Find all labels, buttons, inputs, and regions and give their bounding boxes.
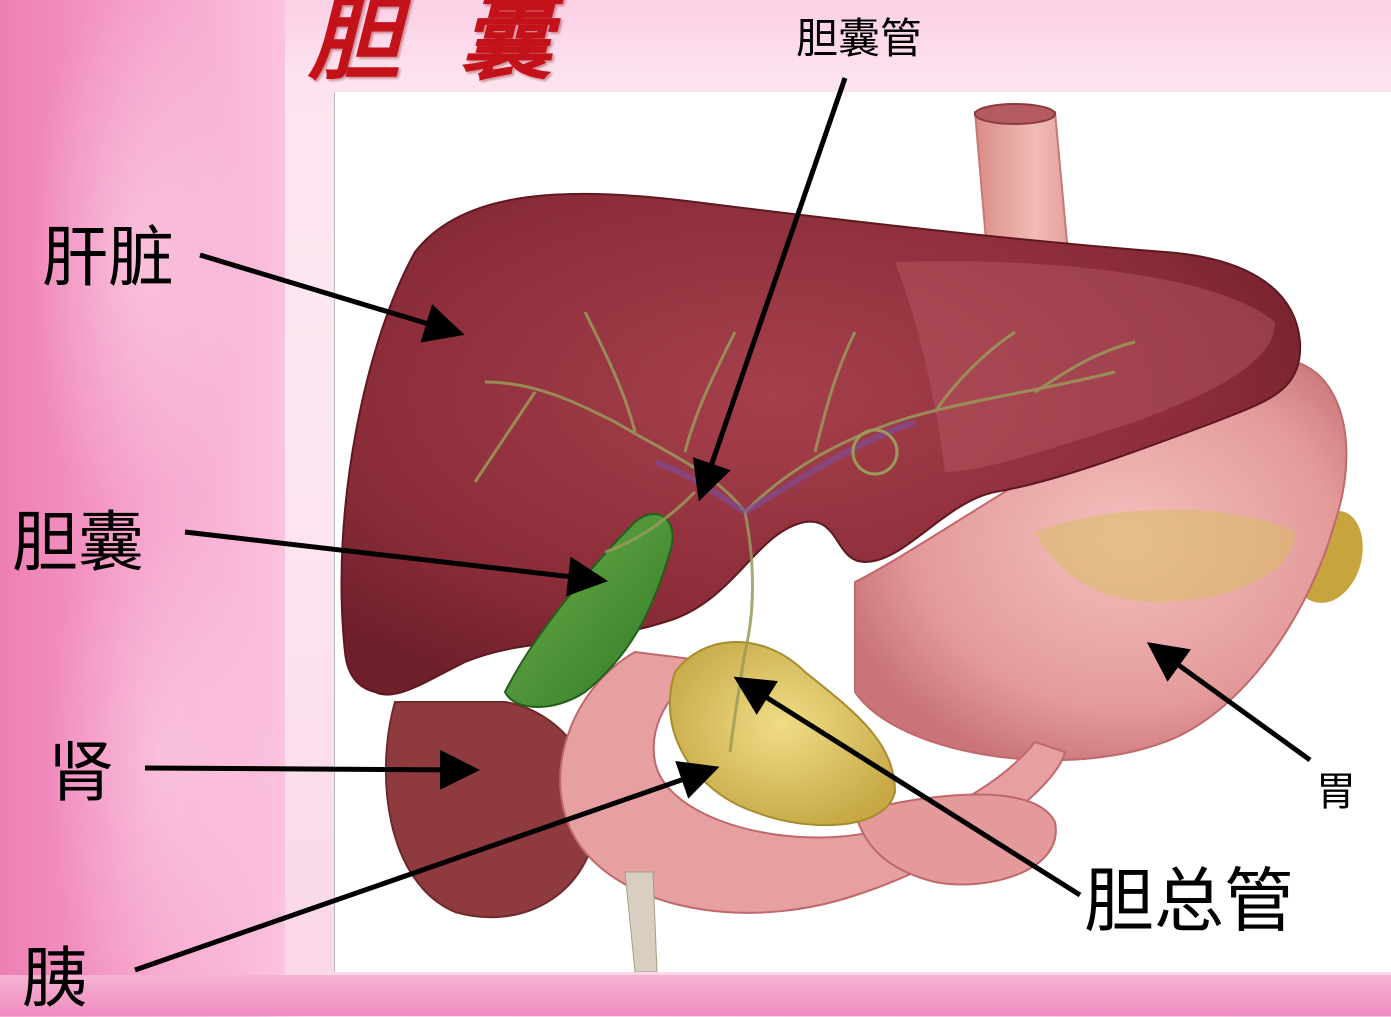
label-common-bile-duct: 胆总管 (1084, 866, 1294, 936)
bottom-decorative-band (0, 975, 1391, 1016)
slide-title: 胆 囊 (308, 0, 566, 86)
anatomy-illustration (334, 92, 1391, 972)
label-liver: 肝脏 (42, 225, 174, 291)
label-pancreas: 胰 (22, 946, 88, 1012)
label-cystic-duct: 胆囊管 (796, 18, 922, 60)
esophagus-opening (975, 104, 1055, 124)
anatomy-drawing (335, 92, 1391, 972)
vessel-stalk (625, 872, 657, 972)
label-gallbladder: 胆囊 (12, 510, 144, 576)
label-stomach: 胃 (1316, 772, 1356, 812)
label-kidney: 肾 (48, 740, 114, 806)
